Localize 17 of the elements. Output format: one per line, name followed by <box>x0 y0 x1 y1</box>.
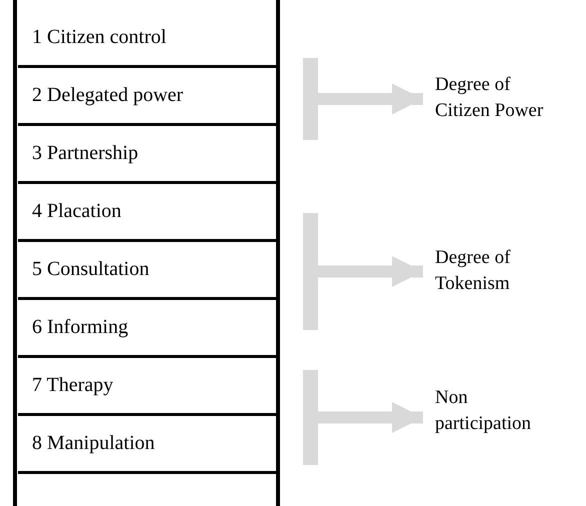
arrow <box>318 402 423 434</box>
ladder-rung: 1 Citizen control <box>18 10 276 68</box>
group-label: Non participation <box>435 385 565 437</box>
ladder-rung: 4 Placation <box>18 184 276 242</box>
ladder-rung: 6 Informing <box>18 300 276 358</box>
ladder-rung: 2 Delegated power <box>18 68 276 126</box>
group-label: Degree of Citizen Power <box>435 72 565 124</box>
ladder-rung: 7 Therapy <box>18 358 276 416</box>
group-label: Degree of Tokenism <box>435 245 565 297</box>
ladder-rung: 8 Manipulation <box>18 416 276 474</box>
ladder-rung: 5 Consultation <box>18 242 276 300</box>
bracket-bar <box>303 213 318 330</box>
bracket-bar <box>303 58 318 140</box>
ladder-rung: 3 Partnership <box>18 126 276 184</box>
arrow <box>318 256 423 288</box>
arrow <box>318 83 423 115</box>
bracket-bar <box>303 370 318 465</box>
